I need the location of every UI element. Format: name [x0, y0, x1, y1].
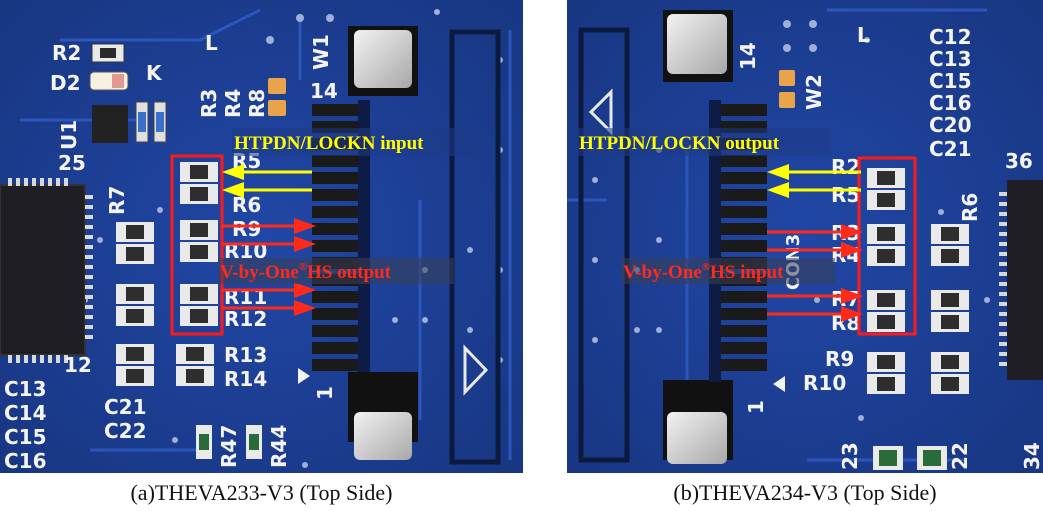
silk-r44: R44 [267, 425, 291, 468]
resistor-array [116, 162, 262, 459]
silk-1: 1 [313, 386, 337, 400]
connector-body [709, 100, 721, 382]
resistor-array [867, 168, 969, 470]
yellow-arrows [222, 164, 312, 198]
pcb-photo-theva234: 14 W2 L C12 C13 C15 C16 C20 C21 36 R2 R5… [567, 0, 1043, 473]
silk-r6: R6 [232, 193, 261, 217]
annotation-vbyone-hs-output: V-by-One®HS output [220, 261, 392, 283]
yellow-arrows [767, 164, 861, 198]
connector-mount-pads [348, 26, 418, 460]
silk-w2: W2 [802, 74, 826, 110]
silkscreen-labels: 14 W2 L C12 C13 C15 C16 C20 C21 36 R2 R5… [736, 23, 1043, 470]
annotation-yellow-bg [577, 128, 831, 156]
silk-r9: R9 [825, 347, 854, 371]
sot-chip-u1 [92, 105, 128, 143]
silk-c22: C22 [104, 419, 147, 443]
annotation-red-bg [621, 258, 835, 284]
silk-k: K [146, 61, 163, 85]
silk-w1: W1 [309, 34, 333, 70]
red-arrows [222, 218, 316, 316]
silk-c15: C15 [929, 69, 972, 93]
fpc-outline [449, 29, 501, 465]
pcb-board [567, 0, 1043, 473]
silk-r8: R8 [245, 89, 269, 118]
silk-c16: C16 [4, 449, 47, 473]
silk-c16: C16 [929, 91, 972, 115]
ic-chip-left [0, 178, 93, 363]
highlight-box-resistors [857, 156, 917, 336]
silk-r14: R14 [224, 367, 267, 391]
silk-r2: R2 [52, 41, 81, 65]
silk-l: L [857, 23, 870, 47]
connector-mount-pads [663, 10, 733, 464]
silk-c13: C13 [4, 377, 47, 401]
silk-c21: C21 [104, 395, 147, 419]
ic-chip-right [999, 180, 1043, 380]
silkscreen-labels: R2 D2 K U1 R3 R4 R8 W1 L 14 25 R7 R5 R6 … [4, 31, 338, 473]
silk-36: 36 [1005, 149, 1033, 173]
silk-c20: C20 [929, 113, 972, 137]
pin1-triangle-marker [588, 88, 613, 136]
annotation-vbyone-hs-input: V-by-One®HS input [623, 261, 784, 283]
silk-r13: R13 [224, 343, 267, 367]
silk-22: 22 [948, 442, 972, 470]
silk-r5: R5 [831, 183, 860, 207]
pin1-triangle-marker [463, 344, 489, 396]
silk-r4: R4 [221, 89, 245, 118]
jumper-pads-r8 [268, 78, 286, 116]
annotation-htpdn-lockn-output: HTPDN/LOCKN output [579, 133, 780, 154]
silk-u1: U1 [57, 120, 81, 150]
silk-12: 12 [64, 353, 92, 377]
silk-c14: C14 [4, 401, 47, 425]
annotation-red-bg [218, 258, 454, 284]
pcb-photo-b-canvas: 14 W2 L C12 C13 C15 C16 C20 C21 36 R2 R5… [567, 0, 1043, 473]
silk-r9: R9 [232, 217, 261, 241]
silk-r47: R47 [217, 425, 241, 468]
silk-25: 25 [58, 151, 86, 175]
silk-r10: R10 [803, 371, 846, 395]
fpc-outline [578, 27, 630, 463]
pcb-photo-a-canvas: R2 D2 K U1 R3 R4 R8 W1 L 14 25 R7 R5 R6 … [0, 0, 523, 473]
connector-body [358, 100, 370, 382]
silk-c21: C21 [929, 137, 972, 161]
jumper-pads-w2 [779, 70, 795, 108]
annotation-htpdn-lockn-input: HTPDN/LOCKN input [234, 133, 424, 154]
silk-1: 1 [744, 400, 768, 414]
silk-c12: C12 [929, 25, 972, 49]
caption-theva234: (b)THEVA234-V3 (Top Side) [673, 480, 937, 505]
silk-34: 34 [1020, 442, 1043, 470]
silk-r6: R6 [958, 193, 982, 222]
silk-l: L [205, 31, 218, 55]
pcb-photo-theva233: R2 D2 K U1 R3 R4 R8 W1 L 14 25 R7 R5 R6 … [0, 0, 523, 473]
silk-r3: R3 [197, 89, 221, 118]
silk-c15: C15 [4, 425, 47, 449]
silk-14: 14 [736, 42, 760, 70]
silk-r2: R2 [831, 155, 860, 179]
silk-r7: R7 [105, 186, 129, 215]
silk-r12: R12 [224, 307, 267, 331]
pcb-traces [20, 8, 512, 460]
silk-23: 23 [838, 442, 862, 470]
silk-14: 14 [310, 79, 338, 103]
small-resistors-r3-r4 [135, 101, 167, 143]
red-arrows [767, 224, 863, 322]
silk-d2: D2 [50, 71, 81, 95]
caption-theva233: (a)THEVA233-V3 (Top Side) [130, 480, 393, 505]
annotation-yellow-bg [232, 128, 476, 156]
silk-c13: C13 [929, 47, 972, 71]
